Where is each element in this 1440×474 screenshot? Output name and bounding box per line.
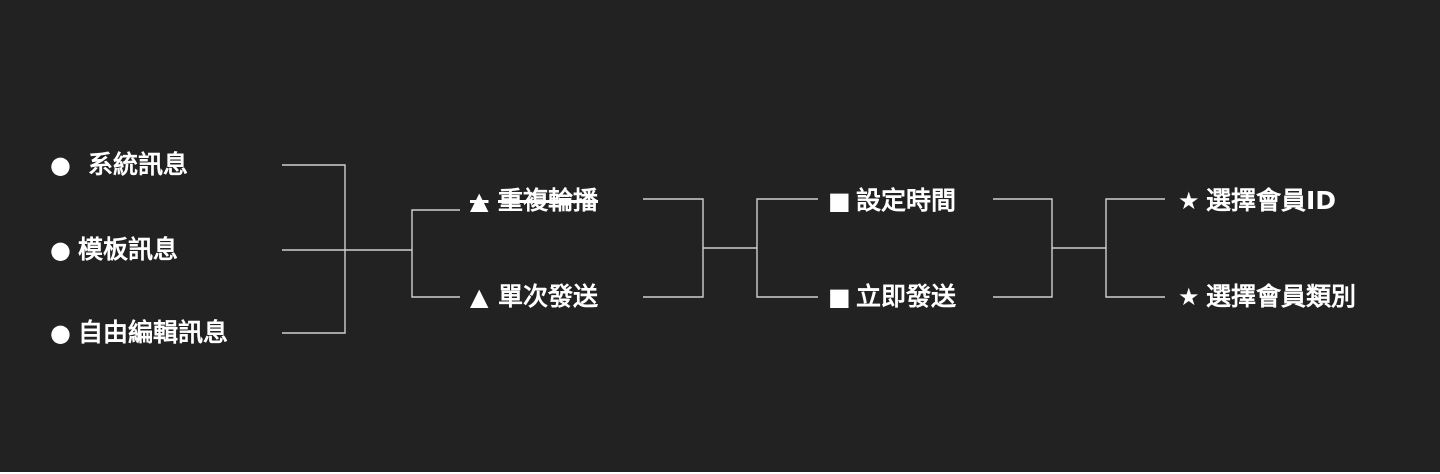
node-label: 模板訊息 [78, 235, 179, 264]
connector-repeat-merge [643, 198, 704, 248]
circle-bullet-icon: ● [50, 319, 71, 347]
triangle-bullet-icon: ▲ [470, 187, 489, 215]
connector-settime-merge [993, 198, 1053, 248]
connector-split-timing [756, 198, 818, 298]
node-template-message: ● 模板訊息 [50, 233, 178, 267]
circle-bullet-icon: ● [50, 236, 71, 264]
node-label: 立即發送 [856, 282, 957, 311]
node-select-member-id: ★ 選擇會員ID [1178, 184, 1336, 218]
star-bullet-icon: ★ [1178, 283, 1200, 311]
bottom-divider [0, 472, 1440, 474]
connector-free-msg [282, 250, 346, 334]
node-set-time: ■ 設定時間 [828, 184, 956, 218]
connector-split-recipients [1105, 198, 1165, 298]
connector-split-send-modes [411, 209, 460, 298]
node-system-message: ● 系統訊息 [50, 148, 188, 182]
node-repeat-rotation: ▲ 重複輪播 [470, 184, 598, 218]
node-label: 選擇會員ID [1206, 186, 1337, 215]
triangle-bullet-icon: ▲ [470, 283, 489, 311]
node-send-now: ■ 立即發送 [828, 280, 956, 314]
node-label: 系統訊息 [88, 150, 189, 179]
node-select-member-category: ★ 選擇會員類別 [1178, 280, 1356, 314]
node-label: 選擇會員類別 [1206, 282, 1357, 311]
connector-system-msg [282, 164, 346, 250]
circle-bullet-icon: ● [50, 151, 71, 179]
node-label: 單次發送 [498, 282, 599, 311]
node-label: 重複輪播 [498, 186, 599, 215]
square-bullet-icon: ■ [828, 187, 851, 215]
node-free-edit-message: ● 自由編輯訊息 [50, 316, 228, 350]
connector-immediate-merge [993, 248, 1053, 298]
node-label: 自由編輯訊息 [78, 318, 229, 347]
node-single-send: ▲ 單次發送 [470, 280, 598, 314]
square-bullet-icon: ■ [828, 283, 851, 311]
star-bullet-icon: ★ [1178, 187, 1200, 215]
connector-single-merge [643, 248, 704, 298]
node-label: 設定時間 [856, 186, 957, 215]
